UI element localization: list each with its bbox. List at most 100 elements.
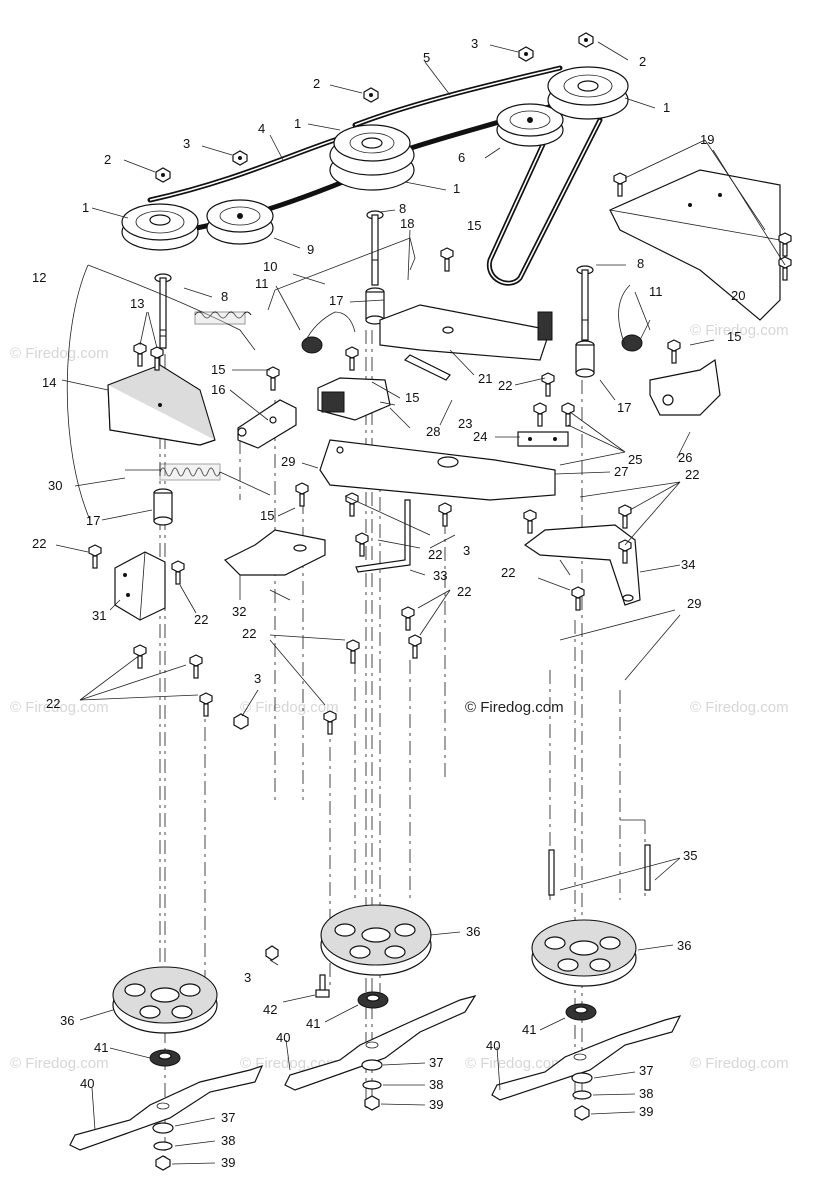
belt-guide-34 <box>523 524 641 606</box>
callout: 38 <box>639 1086 653 1101</box>
callout: 8 <box>221 289 228 304</box>
callout: 41 <box>94 1040 108 1055</box>
hex-bolt <box>345 492 359 517</box>
torsion-spring-right <box>618 284 651 352</box>
callout: 39 <box>639 1104 653 1119</box>
callout: 17 <box>329 293 343 308</box>
callout: 11 <box>649 284 663 299</box>
callout: 38 <box>221 1133 235 1148</box>
callout: 14 <box>42 375 56 390</box>
pulley-center <box>329 124 415 191</box>
callout: 16 <box>211 382 225 397</box>
callout: 20 <box>731 288 745 303</box>
callout: 29 <box>687 596 701 611</box>
pulley-right <box>547 66 629 120</box>
callout: 39 <box>221 1155 235 1170</box>
callout: 10 <box>263 259 277 274</box>
callout: 35 <box>683 848 697 863</box>
hex-bolt <box>541 372 555 397</box>
callout: 22 <box>501 565 515 580</box>
callout: 22 <box>46 696 60 711</box>
spindle-right <box>576 265 594 341</box>
brackets-and-plates <box>107 169 781 621</box>
hex-bolt <box>571 586 585 611</box>
callout: 41 <box>522 1022 536 1037</box>
callout: 37 <box>429 1055 443 1070</box>
callout: 34 <box>681 557 695 572</box>
callout: 38 <box>429 1077 443 1092</box>
callout: 26 <box>678 450 692 465</box>
springs-and-rods <box>66 237 651 573</box>
hex-bolt <box>618 539 632 564</box>
torsion-spring-left <box>301 311 356 354</box>
watermark: © Firedog.com <box>690 322 789 339</box>
callout: 29 <box>281 454 295 469</box>
callout: 36 <box>466 924 480 939</box>
spindle-left <box>154 273 172 349</box>
callout: 18 <box>400 216 414 231</box>
idler-arm-27 <box>319 439 556 501</box>
callout: 39 <box>429 1097 443 1112</box>
spindle-center <box>366 210 384 286</box>
hex-bolt <box>401 606 415 631</box>
callout: 9 <box>307 242 314 257</box>
watermark: © Firedog.com <box>690 699 789 716</box>
callout: 22 <box>242 626 256 641</box>
pulleys <box>121 66 629 251</box>
hex-bolt <box>778 256 792 281</box>
callout: 23 <box>458 416 472 431</box>
bracket-31 <box>114 551 166 621</box>
callout: 3 <box>471 36 478 51</box>
callout: 1 <box>82 200 89 215</box>
callout: 1 <box>663 100 670 115</box>
callout: 3 <box>183 136 190 151</box>
callout: 17 <box>617 400 631 415</box>
callout: 21 <box>478 371 492 386</box>
hex-bolt <box>323 710 337 735</box>
watermark: © Firedog.com <box>10 345 109 362</box>
callout-labels: 1 2 3 4 1 2 5 3 2 1 6 1 9 8 8 18 15 8 11… <box>32 36 745 1170</box>
callout: 2 <box>313 76 320 91</box>
callout: 22 <box>685 467 699 482</box>
blade-assemblies <box>69 713 682 1171</box>
spring-upper <box>194 311 252 325</box>
pulley-left <box>121 203 199 251</box>
callout: 15 <box>727 329 741 344</box>
callout: 3 <box>463 543 470 558</box>
callout: 2 <box>639 54 646 69</box>
watermark: © Firedog.com <box>10 1055 109 1072</box>
callout: 15 <box>211 362 225 377</box>
callout: 30 <box>48 478 62 493</box>
hex-bolt <box>295 482 309 507</box>
hex-bolt <box>266 366 280 391</box>
idler-pulley-6 <box>496 103 564 147</box>
callout: 28 <box>426 424 440 439</box>
hex-bolt <box>189 654 203 679</box>
blade-assembly-left <box>69 966 264 1171</box>
callout: 22 <box>498 378 512 393</box>
callout: 40 <box>276 1030 290 1045</box>
watermark: © Firedog.com <box>690 1055 789 1072</box>
callout: 24 <box>473 429 487 444</box>
watermark: © Firedog.com <box>10 699 109 716</box>
hex-bolt <box>778 232 792 257</box>
callout: 40 <box>80 1076 94 1091</box>
callout: 15 <box>467 218 481 233</box>
hex-bolt <box>199 692 213 717</box>
hex-bolt <box>345 346 359 371</box>
hex-bolt <box>88 544 102 569</box>
callout: 13 <box>130 296 144 311</box>
callout: 40 <box>486 1038 500 1053</box>
spring-30 <box>125 463 271 496</box>
callout: 22 <box>457 584 471 599</box>
callout: 37 <box>221 1110 235 1125</box>
belt-cover-20 <box>609 169 781 321</box>
callout: 32 <box>232 604 246 619</box>
blade-center <box>284 995 477 1091</box>
blade-assembly-center <box>284 904 477 1111</box>
callout: 22 <box>194 612 208 627</box>
hex-bolt <box>408 634 422 659</box>
watermark: © Firedog.com <box>240 699 339 716</box>
spacers <box>153 287 595 526</box>
